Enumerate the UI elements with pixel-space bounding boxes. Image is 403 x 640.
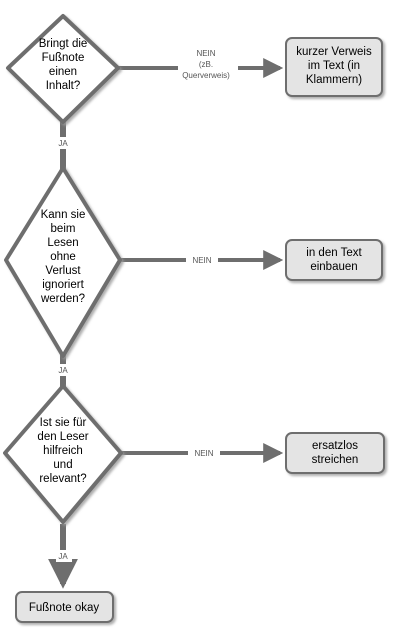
outcome-3: ersatzlos streichen (285, 432, 385, 474)
edge-label-no-1-line: NEIN (196, 49, 215, 58)
outcome-4-text: Fußnote okay (29, 602, 100, 614)
decision-2-shape (4, 166, 122, 358)
connectors (48, 58, 284, 589)
label-bg (56, 364, 72, 376)
decision-2-text-line: beim (51, 223, 76, 235)
outcome-4: Fußnote okay (15, 591, 114, 623)
edge-label-yes-3-line: JA (58, 552, 68, 561)
decision-2-text-line: werden? (40, 293, 85, 305)
outcome-4-text-line: Fußnote okay (29, 602, 100, 614)
label-bg (56, 550, 72, 562)
outcome-1-box (285, 37, 383, 97)
decision-3-text-line: relevant? (39, 473, 86, 485)
decision-1-text-line: Inhalt? (46, 80, 81, 92)
decision-3: Ist sie für den Leser hilfreich und relevant… (3, 384, 123, 524)
edge-label-no-1-line: Querverweis) (182, 71, 230, 80)
outcome-1-text-line: Klammern) (306, 74, 362, 86)
outcome-3-text: ersatzlos streichen (312, 440, 359, 466)
label-bg (186, 254, 218, 266)
outcome-1-text-line: kurzer Verweis (296, 46, 372, 58)
decision-3-shape (3, 384, 123, 524)
edge-label-no-3: NEIN (194, 449, 213, 458)
decision-1-shape (6, 14, 120, 124)
decision-3-text-line: hilfreich (43, 445, 83, 457)
label-bg (178, 44, 238, 88)
decision-1-text-line: einen (49, 66, 77, 78)
decision-2-text-line: ohne (50, 251, 76, 263)
outcome-2-text-line: in den Text (306, 247, 362, 259)
edge-label-yes-1-line: JA (58, 139, 68, 148)
edge-label-yes-1: JA (58, 139, 68, 148)
decision-2-text-line: Verlust (45, 265, 81, 277)
decision-2-text-line: ignoriert (42, 279, 84, 291)
outcome-2-text: in den Text einbauen (306, 247, 362, 273)
decision-3-text-line: Ist sie für (40, 417, 87, 429)
edge-label-yes-2-line: JA (58, 366, 68, 375)
outcome-3-text-line: streichen (312, 454, 359, 466)
decision-3-text: Ist sie für den Leser hilfreich und relevant… (37, 417, 88, 485)
outcome-4-box (15, 591, 114, 623)
edge-label-no-1: NEIN (zB. Querverweis) (182, 49, 230, 80)
decision-1-text-line: Bringt die (39, 38, 88, 50)
outcome-2-text-line: einbauen (310, 261, 357, 273)
decision-2-text-line: Kann sie (41, 209, 86, 221)
decision-2-text-line: Lesen (47, 237, 78, 249)
outcome-1-text-line: im Text (in (308, 60, 360, 72)
edge-labels: NEIN (zB. Querverweis) JA NEIN JA NEIN JA (56, 44, 238, 562)
edge-label-no-1-line: (zB. (199, 60, 213, 69)
outcome-3-text-line: ersatzlos (312, 440, 358, 452)
decision-3-text-line: und (53, 459, 72, 471)
outcome-2: in den Text einbauen (285, 239, 383, 281)
edge-label-no-3-line: NEIN (194, 449, 213, 458)
edge-label-yes-2: JA (58, 366, 68, 375)
outcome-3-box (285, 432, 385, 474)
label-bg (188, 447, 220, 459)
edge-label-yes-3: JA (58, 552, 68, 561)
label-bg (56, 137, 72, 149)
outcome-2-box (285, 239, 383, 281)
decision-3-text-line: den Leser (37, 431, 88, 443)
edge-label-no-2-line: NEIN (192, 256, 211, 265)
edge-label-no-2: NEIN (192, 256, 211, 265)
decision-1-text-line: Fußnote (42, 52, 85, 64)
